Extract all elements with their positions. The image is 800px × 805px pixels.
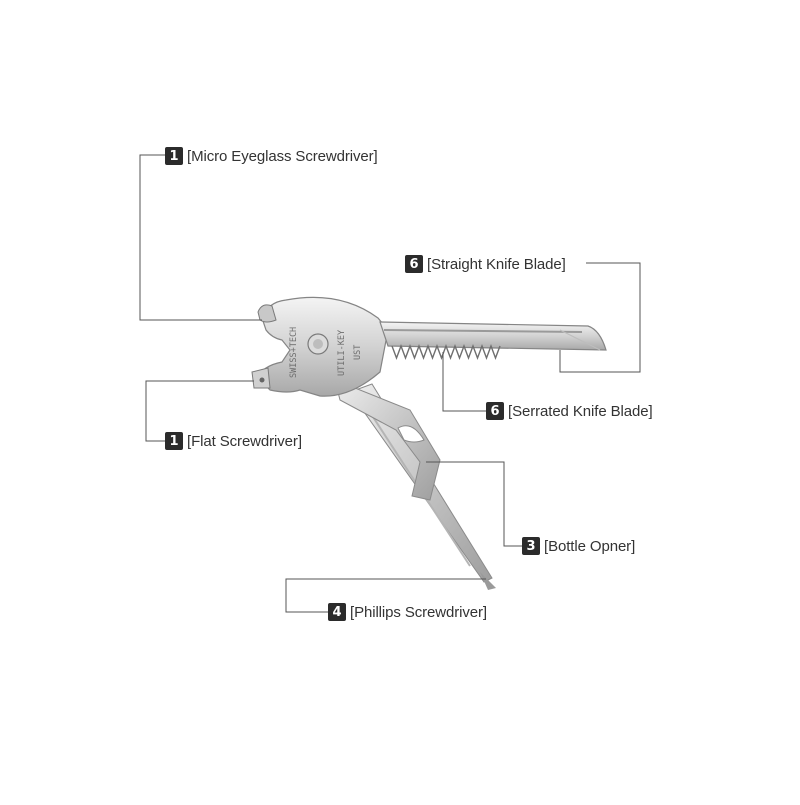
leader-line-serrated-knife xyxy=(442,352,486,412)
callout-label: [Serrated Knife Blade] xyxy=(508,402,653,420)
leader-line-flat-screwdriver xyxy=(145,380,254,442)
callout-label: [Straight Knife Blade] xyxy=(427,255,566,273)
callout-label: [Phillips Screwdriver] xyxy=(350,603,488,621)
engraving-model: UTILI-KEY xyxy=(337,330,347,376)
callout-serrated-knife-blade: 6 [Serrated Knife Blade] xyxy=(486,400,653,422)
callout-micro-eyeglass-screwdriver: 1 [Micro Eyeglass Screwdriver] xyxy=(165,145,378,167)
callout-label: [Micro Eyeglass Screwdriver] xyxy=(187,147,378,165)
bottle-opener-arm xyxy=(334,379,441,501)
callout-number-badge: 1 xyxy=(165,432,183,450)
key-body xyxy=(251,296,389,397)
callout-bottle-opener: 3 [Bottle Opner] xyxy=(522,535,635,557)
callout-label: [Flat Screwdriver] xyxy=(187,432,302,450)
callout-label: [Bottle Opner] xyxy=(544,537,636,555)
callout-phillips-screwdriver: 4 [Phillips Screwdriver] xyxy=(328,601,487,623)
leader-line-micro-eyeglass xyxy=(139,154,262,321)
leader-line-bottle-opener xyxy=(426,461,522,547)
callout-straight-knife-blade: 6 [Straight Knife Blade] xyxy=(405,253,566,275)
engraving-brand: SWISS+TECH xyxy=(289,327,299,378)
callout-number-badge: 3 xyxy=(522,537,540,555)
engravings: SWISS+TECH UTILI-KEY UST xyxy=(289,327,363,378)
callout-number-badge: 6 xyxy=(486,402,504,420)
leader-lines xyxy=(139,154,641,613)
leader-line-phillips xyxy=(285,578,486,613)
leader-line-straight-knife xyxy=(559,262,641,373)
engraving-code: UST xyxy=(353,345,363,360)
callout-number-badge: 6 xyxy=(405,255,423,273)
callout-number-badge: 4 xyxy=(328,603,346,621)
knife-blade xyxy=(379,321,607,360)
callout-number-badge: 1 xyxy=(165,147,183,165)
callout-flat-screwdriver: 1 [Flat Screwdriver] xyxy=(165,430,302,452)
